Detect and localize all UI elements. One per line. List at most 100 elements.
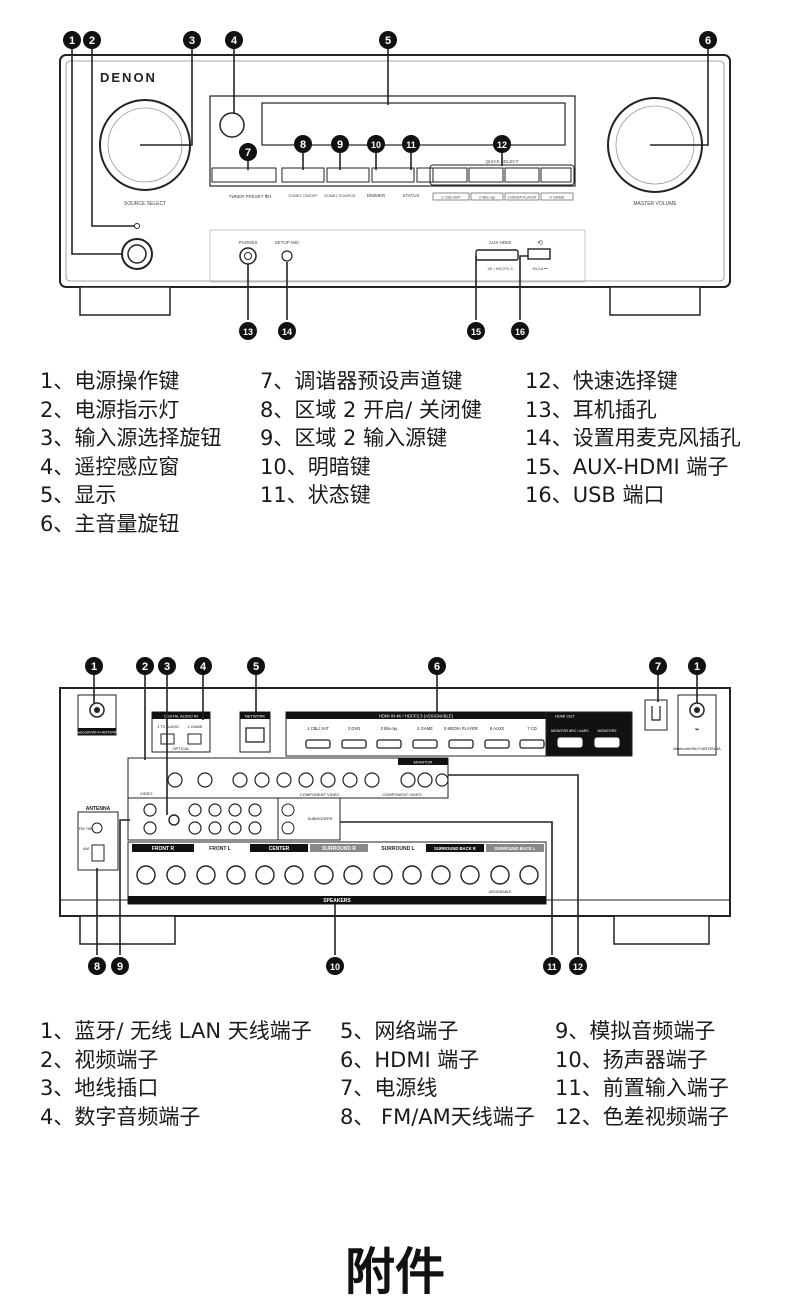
svg-text:4 GAME: 4 GAME — [549, 195, 564, 200]
svg-text:ANTENNA: ANTENNA — [86, 806, 111, 812]
svg-text:16: 16 — [515, 327, 525, 337]
svg-text:8: 8 — [300, 139, 306, 151]
svg-text:12: 12 — [573, 962, 583, 972]
legend-item: 12、色差视频端子 — [555, 1104, 729, 1129]
svg-text:6: 6 — [705, 35, 711, 47]
svg-text:3 Blu-ray: 3 Blu-ray — [381, 726, 399, 731]
legend-item: 3、地线插口 — [40, 1076, 159, 1101]
svg-text:11: 11 — [406, 140, 416, 150]
svg-text:2: 2 — [142, 661, 148, 673]
lan-port — [245, 727, 265, 743]
svg-text:8: 8 — [94, 961, 100, 973]
svg-text:ZONE2 ON/OFF: ZONE2 ON/OFF — [288, 193, 318, 198]
svg-text:13: 13 — [243, 327, 253, 337]
ground-terminal — [168, 814, 180, 826]
legend-item: 6、主音量旋钮 — [40, 511, 180, 536]
legend-item: 1、蓝牙/ 无线 LAN 天线端子 — [40, 1019, 312, 1043]
power-indicator — [134, 223, 140, 229]
svg-text:7 CD: 7 CD — [527, 726, 537, 731]
svg-text:4: 4 — [200, 661, 207, 673]
svg-text:SOURCE SELECT: SOURCE SELECT — [124, 201, 166, 207]
legend-item: 1、电源操作键 — [40, 369, 180, 393]
svg-text:5: 5 — [385, 35, 391, 47]
svg-text:3 MEDIA PLAYER: 3 MEDIA PLAYER — [507, 196, 536, 200]
svg-text:SURROUND R: SURROUND R — [322, 846, 356, 852]
svg-text:5V/1A ⎓: 5V/1A ⎓ — [533, 266, 549, 271]
svg-text:DIGITAL AUDIO IN: DIGITAL AUDIO IN — [164, 714, 198, 719]
svg-text:3: 3 — [189, 35, 195, 47]
svg-text:STATUS: STATUS — [402, 193, 419, 198]
svg-text:PHONES: PHONES — [238, 240, 257, 245]
legend-item: 9、模拟音频端子 — [555, 1019, 716, 1043]
legend-item: 7、调谐器预设声道键 — [260, 369, 463, 393]
svg-text:SURROUND L: SURROUND L — [381, 846, 414, 852]
svg-text:SURROUND BACK R: SURROUND BACK R — [434, 846, 476, 851]
legend-item: 5、网络端子 — [340, 1019, 459, 1043]
legend-item: 8、 FM/AM天线端子 — [340, 1104, 535, 1129]
legend-item: 8、区域 2 开启/ 关闭健 — [260, 397, 482, 422]
svg-text:CENTER: CENTER — [269, 846, 290, 852]
svg-text:⟲: ⟲ — [537, 240, 543, 247]
svg-text:SUBWOOFER: SUBWOOFER — [308, 817, 333, 821]
svg-text:OPTICAL: OPTICAL — [172, 746, 190, 751]
svg-text:TUNER PRESET CH: TUNER PRESET CH — [229, 194, 271, 199]
brand-label: DENON — [100, 70, 157, 85]
svg-text:5 MEDIA PLAYER: 5 MEDIA PLAYER — [444, 726, 478, 731]
svg-text:Bluetooth/Wi-Fi ANTENNA: Bluetooth/Wi-Fi ANTENNA — [73, 730, 121, 735]
remote-sensor — [219, 112, 245, 138]
legend-item: 5、显示 — [40, 483, 117, 508]
svg-text:6 AUX2: 6 AUX2 — [490, 726, 505, 731]
legend-item: 9、区域 2 输入源键 — [260, 426, 448, 451]
legend-item: 10、扬声器端子 — [555, 1047, 708, 1072]
rear-legend-col3: 9、模拟音频端子 10、扬声器端子 11、前置输入端子 12、色差视频端子 — [555, 1017, 729, 1131]
aux-hdmi-port — [475, 249, 519, 261]
svg-text:7: 7 — [245, 147, 251, 159]
legend-item: 2、视频端子 — [40, 1047, 159, 1072]
legend-item: 10、明暗键 — [260, 454, 371, 479]
legend-item: 11、状态键 — [260, 483, 371, 508]
legend-item: 11、前置输入端子 — [555, 1076, 729, 1101]
legend-item: 16、USB 端口 — [525, 483, 665, 508]
legend-item: 7、电源线 — [340, 1076, 438, 1101]
svg-text:FRONT L: FRONT L — [209, 846, 231, 852]
svg-text:15: 15 — [471, 327, 481, 337]
svg-text:SETUP MIC: SETUP MIC — [275, 240, 300, 245]
svg-text:AUX-HDMI: AUX-HDMI — [489, 240, 511, 245]
svg-text:10: 10 — [371, 140, 381, 150]
svg-text:1: 1 — [69, 35, 75, 47]
svg-text:9: 9 — [117, 961, 123, 973]
svg-text:12: 12 — [497, 140, 507, 150]
svg-text:SURROUND BACK L: SURROUND BACK L — [494, 846, 536, 851]
svg-text:4K / HDCP2.3: 4K / HDCP2.3 — [487, 266, 513, 271]
svg-text:14: 14 — [282, 327, 292, 337]
svg-text:ZONE2 SOURCE: ZONE2 SOURCE — [324, 193, 356, 198]
svg-text:2 GAME: 2 GAME — [187, 724, 202, 729]
page-title: 附件 — [345, 1243, 445, 1301]
rear-legend-col1: 1、蓝牙/ 无线 LAN 天线端子 2、视频端子 3、地线插口 4、数字音频端子 — [40, 1017, 312, 1131]
svg-text:−: − — [232, 194, 236, 200]
legend-item: 3、输入源选择旋钮 — [40, 426, 222, 451]
svg-text:3: 3 — [164, 661, 170, 673]
legend-item: 14、设置用麦克风插孔 — [525, 426, 741, 451]
svg-text:5: 5 — [253, 661, 259, 673]
svg-text:1 CBL/SAT: 1 CBL/SAT — [441, 195, 461, 200]
svg-text:1: 1 — [694, 661, 700, 673]
svg-text:10: 10 — [330, 962, 340, 972]
svg-text:MASTER VOLUME: MASTER VOLUME — [633, 201, 677, 207]
svg-text:1: 1 — [91, 661, 97, 673]
rear-panel-diagram: Bluetooth/Wi-Fi ANTENNA ⌁ Bluetooth/Wi-F… — [59, 657, 731, 975]
legend-item: 13、耳机插孔 — [525, 397, 657, 422]
svg-text:2: 2 — [89, 35, 95, 47]
svg-text:FRONT R: FRONT R — [152, 846, 175, 852]
svg-text:COMPONENT VIDEO: COMPONENT VIDEO — [300, 792, 340, 797]
front-legend-col2: 7、调谐器预设声道键 8、区域 2 开启/ 关闭健 9、区域 2 输入源键 10… — [260, 367, 482, 510]
legend-item: 12、快速选择键 — [525, 369, 678, 393]
svg-text:SPEAKERS: SPEAKERS — [323, 898, 351, 904]
svg-text:4: 4 — [231, 35, 238, 47]
svg-text:+: + — [265, 194, 269, 200]
legend-item: 4、遥控感应窗 — [40, 454, 180, 479]
front-legend-col3: 12、快速选择键 13、耳机插孔 14、设置用麦克风插孔 15、AUX-HDMI… — [525, 367, 741, 510]
rear-legend-col2: 5、网络端子 6、HDMI 端子 7、电源线 8、 FM/AM天线端子 — [340, 1017, 535, 1131]
svg-text:4 GAME: 4 GAME — [417, 726, 433, 731]
svg-text:11: 11 — [547, 962, 557, 972]
